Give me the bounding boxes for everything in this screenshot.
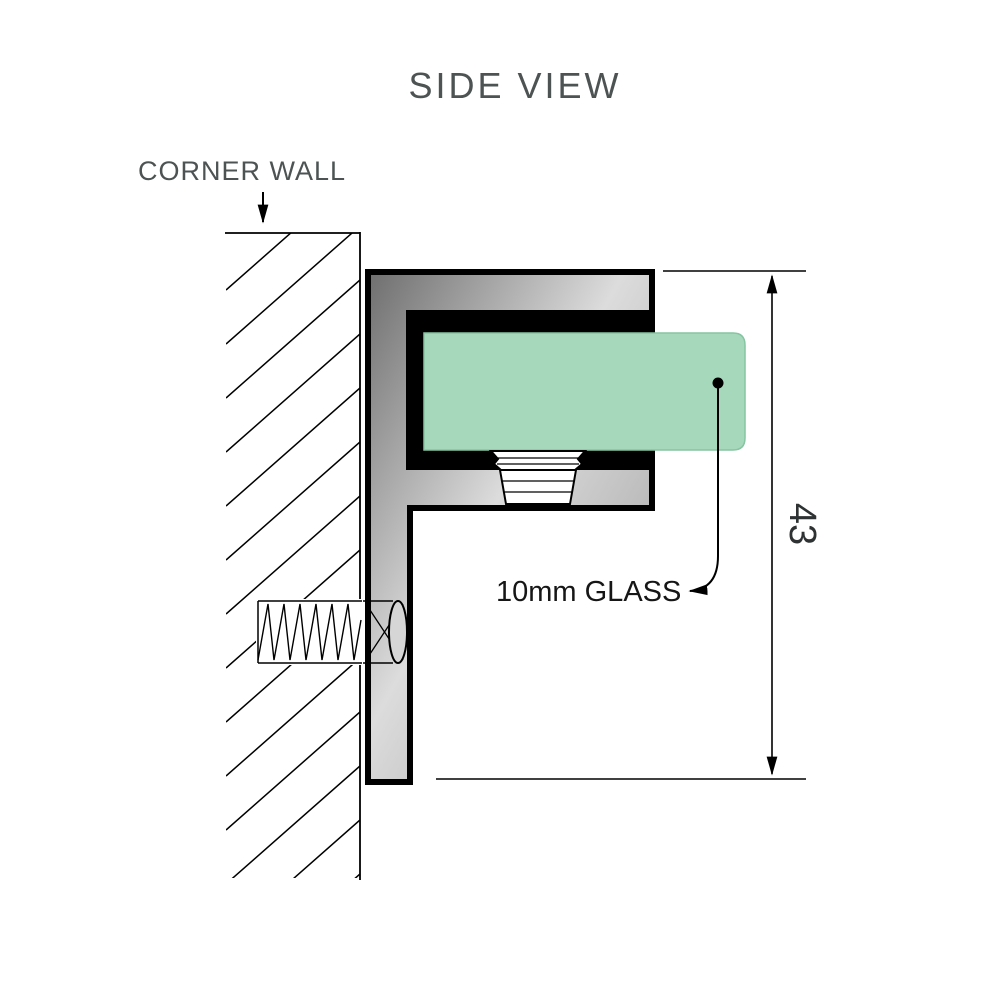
screw-threads [257, 603, 362, 661]
glass-panel [423, 332, 746, 451]
dimension-value: 43 [781, 503, 823, 545]
diagram-title: SIDE VIEW [408, 65, 621, 106]
glass-leader-dot [712, 377, 724, 389]
wall-hatching [226, 233, 360, 878]
corner-wall-label: CORNER WALL [138, 156, 346, 186]
screw [256, 599, 408, 665]
glass-gasket [488, 450, 588, 505]
screw-shank-outline [257, 600, 362, 664]
glass-label: 10mm GLASS [496, 576, 681, 608]
glass-leader-line [688, 388, 719, 596]
screw-head [363, 600, 408, 664]
